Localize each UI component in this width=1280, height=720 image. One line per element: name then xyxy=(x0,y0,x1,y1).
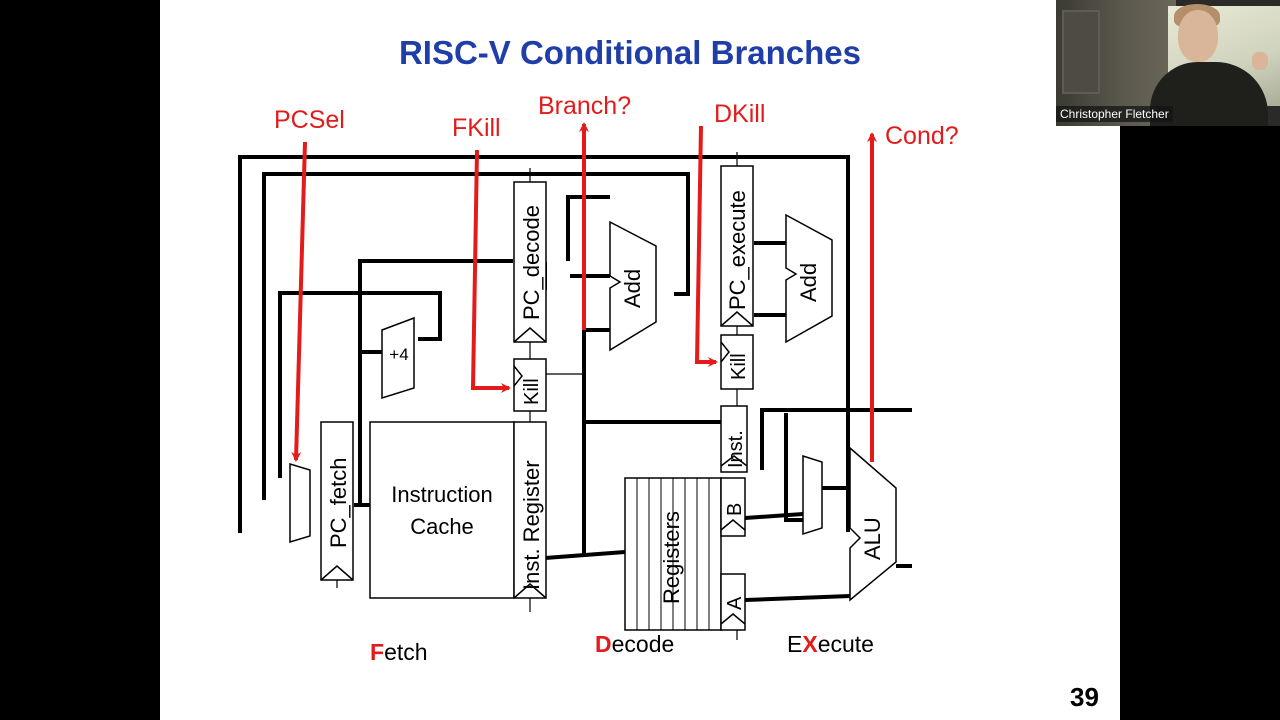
execute-add-label: Add xyxy=(796,263,821,302)
decode-adder xyxy=(609,220,657,352)
datapath-wires xyxy=(238,128,912,602)
a-register-label: A xyxy=(724,596,746,610)
inst-execute-label: Inst. xyxy=(725,430,747,468)
pc-execute-label: PC_execute xyxy=(725,190,750,310)
speaker-nameplate: Christopher Fletcher xyxy=(1056,106,1173,122)
slide-title: RISC-V Conditional Branches xyxy=(399,34,861,71)
pc-decode-label: PC_decode xyxy=(519,205,544,320)
inst-register xyxy=(513,421,547,599)
cond-label: Cond? xyxy=(885,122,959,150)
speaker-hand xyxy=(1252,52,1268,70)
fkill-arrow xyxy=(470,149,511,393)
pc-execute-register xyxy=(720,165,754,327)
inst-register-label: Inst. Register xyxy=(519,460,544,590)
execute-stage-label: EXecute xyxy=(787,631,874,657)
plus4-label: +4 xyxy=(389,345,408,364)
alu xyxy=(849,446,897,602)
pc-fetch-label: PC_fetch xyxy=(326,458,351,549)
inst-execute-register xyxy=(720,405,748,473)
pc-decode-register xyxy=(513,181,547,343)
webcam-feed: Christopher Fletcher xyxy=(1056,0,1280,126)
instruction-cache xyxy=(369,421,515,599)
pcsel-arrow xyxy=(291,141,307,462)
webcam-wall-panel xyxy=(1062,10,1100,94)
instruction-cache-label-1: Instruction xyxy=(391,482,493,507)
pc-mux xyxy=(289,462,311,544)
registers-label: Registers xyxy=(659,511,684,604)
alu-label: ALU xyxy=(860,517,885,560)
fkill-label: FKill xyxy=(452,114,501,142)
pcsel-label: PCSel xyxy=(274,106,345,134)
pipeline-diagram: RISC-V Conditional Branches xyxy=(238,34,1099,712)
decode-stage-label: Decode xyxy=(595,631,674,657)
plus4-adder xyxy=(381,316,415,400)
speaker-head xyxy=(1178,10,1218,62)
branch-label: Branch? xyxy=(538,92,631,120)
fkill-register-label: Kill xyxy=(521,378,543,405)
dkill-register-label: Kill xyxy=(728,353,750,380)
instruction-cache-label-2: Cache xyxy=(410,514,474,539)
page-number: 39 xyxy=(1070,682,1099,712)
execute-adder xyxy=(785,213,833,344)
b-register-label: B xyxy=(724,503,746,516)
alu-b-mux xyxy=(802,454,823,536)
register-file-stripes xyxy=(636,478,710,630)
dkill-arrow xyxy=(694,125,718,367)
fetch-stage-label: Fetch xyxy=(370,639,428,665)
decode-add-label: Add xyxy=(620,269,645,308)
dkill-label: DKill xyxy=(714,100,765,128)
slide: RISC-V Conditional Branches xyxy=(160,0,1120,720)
